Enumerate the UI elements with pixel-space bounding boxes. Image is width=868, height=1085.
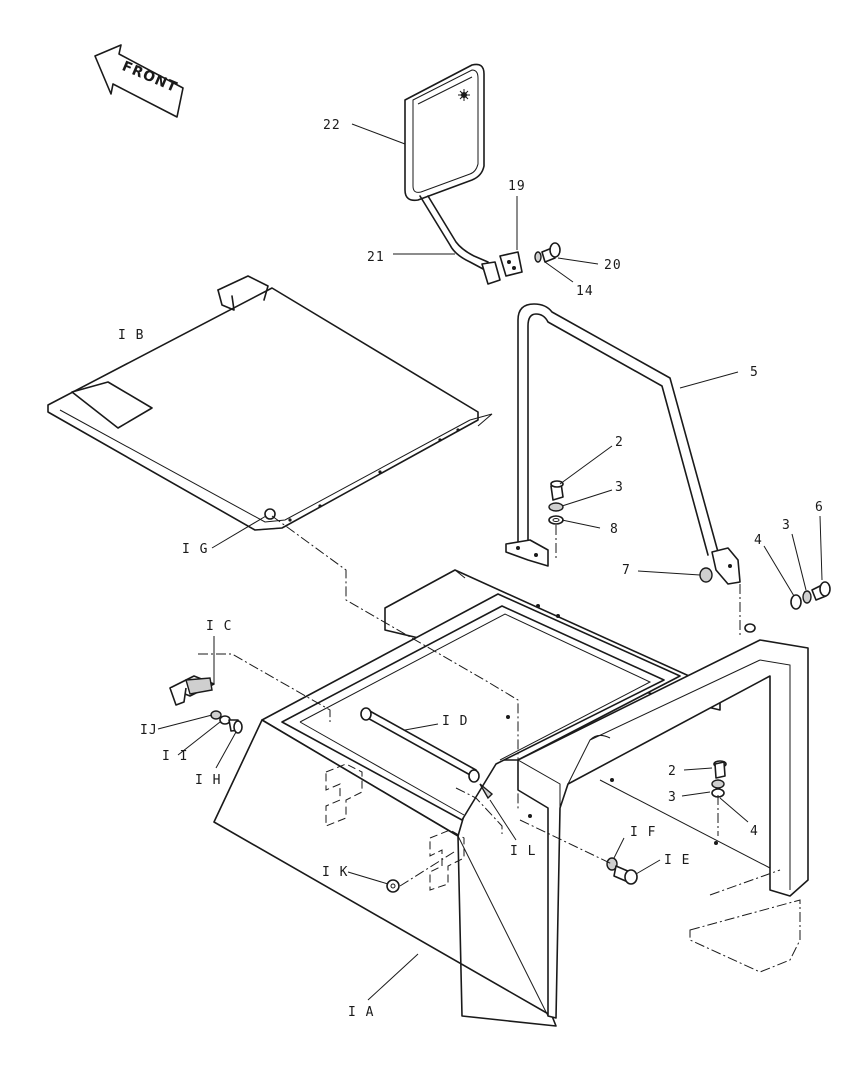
front-arrow: FRONT xyxy=(94,44,184,118)
callout-2-lower: 2 xyxy=(668,764,677,779)
part-1A-body xyxy=(213,569,809,1027)
callout-1C: I C xyxy=(206,619,232,634)
part-2-bolt-upper xyxy=(548,480,564,525)
callout-1L: I L xyxy=(510,844,536,859)
part-5-handrail xyxy=(505,303,741,585)
callout-1G: I G xyxy=(182,542,208,557)
callout-8: 8 xyxy=(610,522,619,537)
callout-1J: IJ xyxy=(140,723,158,738)
callout-1B: I B xyxy=(118,328,144,343)
callout-4-lower: 4 xyxy=(750,824,759,839)
part-21-mirror-arm xyxy=(419,195,523,285)
callout-1F: I F xyxy=(630,825,656,840)
callout-4-upper: 4 xyxy=(754,533,763,548)
part-1D-rod xyxy=(360,707,494,800)
part-7-nut xyxy=(699,567,713,583)
callout-1I: I I xyxy=(162,749,188,764)
part-22-mirror xyxy=(404,63,485,202)
leader-lines xyxy=(157,123,823,1001)
callout-3-lower: 3 xyxy=(668,790,677,805)
callout-1D: I D xyxy=(442,714,468,729)
callout-3-upper: 3 xyxy=(615,480,624,495)
callout-3-right: 3 xyxy=(782,518,791,533)
callout-21: 21 xyxy=(367,250,385,265)
callout-1A: I A xyxy=(348,1005,374,1020)
callout-19: 19 xyxy=(508,179,526,194)
part-1B-cover xyxy=(47,275,493,531)
part-2-bolt-lower xyxy=(711,760,727,798)
callout-22: 22 xyxy=(323,118,341,133)
callout-20: 20 xyxy=(604,258,622,273)
callout-5: 5 xyxy=(750,365,759,380)
center-lines xyxy=(198,515,741,887)
callout-labels: 22 19 21 20 14 I B 5 2 3 8 I G 7 4 3 6 I… xyxy=(118,118,824,1020)
callout-2-upper: 2 xyxy=(615,435,624,450)
callout-1K: I K xyxy=(322,865,348,880)
callout-14: 14 xyxy=(576,284,594,299)
part-1C-bracket xyxy=(169,675,215,706)
part-6-bolt-stack xyxy=(744,581,831,633)
part-1K-nut xyxy=(386,879,400,893)
part-20-bolt xyxy=(534,242,561,263)
part-1H-bolt-stack xyxy=(210,710,243,734)
callout-6: 6 xyxy=(815,500,824,515)
callout-1H: I H xyxy=(195,773,221,788)
callout-1E: I E xyxy=(664,853,690,868)
callout-7: 7 xyxy=(622,563,631,578)
part-1E-bolt xyxy=(606,857,638,885)
